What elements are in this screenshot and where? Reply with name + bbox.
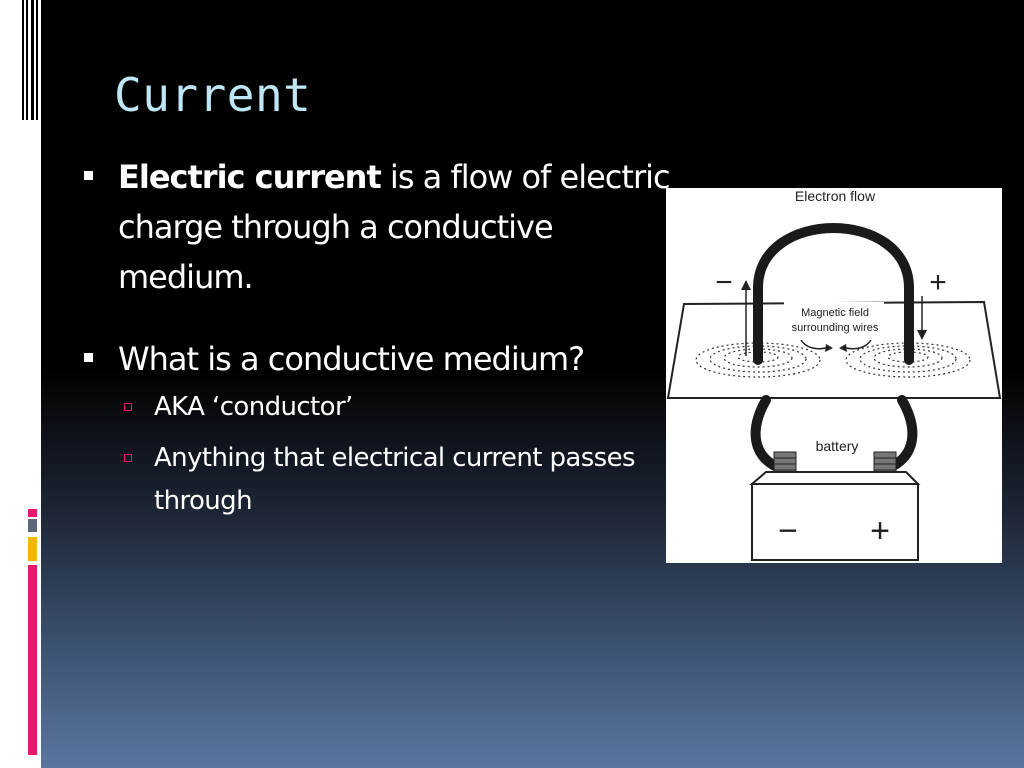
strip-line — [31, 0, 34, 120]
strip-block-pink-long — [28, 565, 37, 755]
strip-block-yellow — [28, 537, 37, 561]
bullet-conductive-medium: What is a conductive medium? — [80, 334, 670, 384]
subbullet-text: AKA ‘conductor’ — [154, 392, 353, 422]
field-arrowhead-left — [825, 344, 833, 352]
field-arrow-left — [800, 339, 827, 350]
magnetic-label-background — [784, 302, 884, 338]
flow-arrowhead-up — [741, 280, 751, 290]
slide-title: Current — [114, 68, 312, 122]
hollow-square-bullet-icon — [124, 454, 132, 462]
square-bullet-icon — [84, 171, 93, 180]
battery-body — [751, 483, 919, 561]
wire-arch — [753, 223, 914, 365]
subbullet-anything: Anything that electrical current passes … — [80, 437, 670, 523]
bullet-text: What is a conductive medium? — [118, 340, 585, 378]
strip-line — [36, 0, 38, 120]
subbullet-text: Anything that electrical current passes … — [154, 443, 636, 516]
strip-line — [26, 0, 28, 120]
bullet-bold-term: Electric current — [118, 158, 382, 196]
strip-block-gray — [28, 519, 37, 532]
battery-label: battery — [816, 438, 859, 454]
strip-line — [22, 0, 24, 120]
strip-block-pink — [28, 509, 37, 517]
field-arrowhead-right — [839, 344, 847, 352]
circuit-diagram: Electron flow Magnetic field surrounding… — [666, 188, 1002, 561]
surrounding-wires-label: surrounding wires — [792, 322, 879, 334]
hollow-square-bullet-icon — [124, 403, 132, 411]
left-decorative-strip — [0, 0, 41, 768]
square-bullet-icon — [84, 353, 93, 362]
field-arrow-right — [845, 339, 872, 350]
flow-arrowhead-down — [917, 330, 927, 340]
subbullet-aka-conductor: AKA ‘conductor’ — [80, 386, 670, 429]
battery-minus-sign: − — [778, 512, 798, 550]
bullet-electric-current: Electric current is a flow of electric c… — [80, 152, 671, 302]
bullet-list: Electric current is a flow of electric c… — [80, 152, 671, 531]
top-plus-sign: + — [929, 266, 947, 299]
battery-plus-sign: + — [870, 512, 890, 550]
subbullet-list: AKA ‘conductor’ Anything that electrical… — [80, 386, 670, 523]
magnetic-field-label: Magnetic field — [801, 307, 869, 319]
battery-top — [749, 471, 921, 485]
electron-flow-label: Electron flow — [795, 188, 876, 204]
bullet-text: is a flow of electric charge through a c… — [118, 158, 671, 296]
circuit-diagram-figure: Electron flow Magnetic field surrounding… — [666, 188, 1002, 563]
top-minus-sign: − — [715, 266, 733, 299]
